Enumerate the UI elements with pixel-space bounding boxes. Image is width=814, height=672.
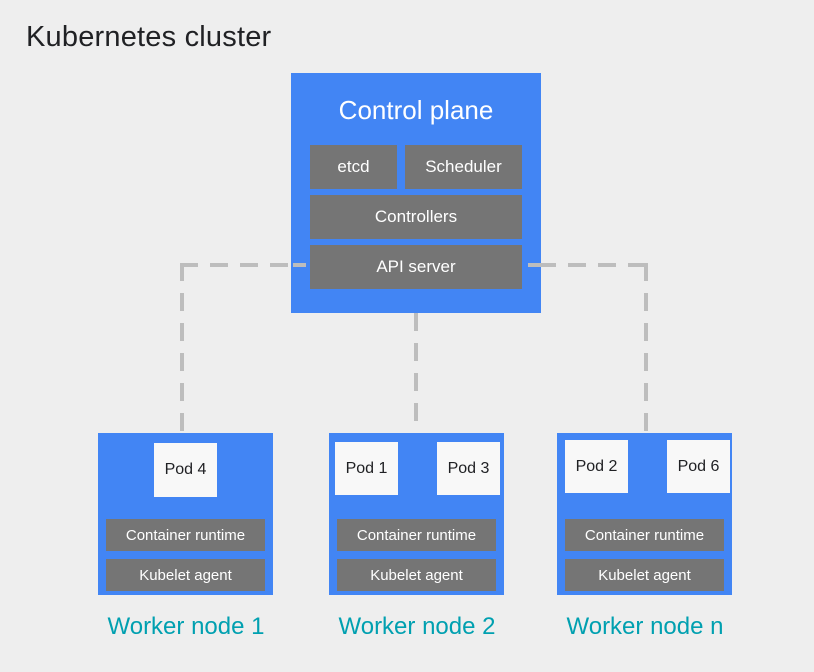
control-plane-box: Control plane etcd Scheduler Controllers… [291, 73, 541, 313]
connector-api-server-to-worker-node-n-horizontal [538, 263, 648, 267]
pod-box: Pod 3 [437, 442, 500, 495]
worker-node-2-label: Worker node 2 [338, 613, 496, 640]
worker-node-n-box: Pod 2 Pod 6 Container runtime Kubelet ag… [557, 433, 732, 595]
pod-box: Pod 2 [565, 440, 628, 493]
page-title: Kubernetes cluster [26, 21, 272, 53]
pod-box: Pod 4 [154, 443, 217, 497]
connector-api-server-to-worker-node-2-vertical [414, 313, 418, 435]
control-plane-title: Control plane [338, 95, 494, 125]
connector-api-server-to-worker-node-1-horizontal [180, 263, 295, 267]
connector-api-server-to-worker-node-n-vertical [644, 263, 648, 433]
worker-node-1-container-runtime: Container runtime [106, 519, 265, 551]
worker-node-n-label: Worker node n [566, 613, 724, 640]
control-plane-component-controllers: Controllers [310, 195, 522, 239]
control-plane-component-api-server: API server [310, 245, 522, 289]
api-server-left-stub [293, 263, 306, 267]
worker-node-2-box: Pod 1 Pod 3 Container runtime Kubelet ag… [329, 433, 504, 595]
control-plane-component-etcd: etcd [310, 145, 397, 189]
worker-node-1-kubelet-agent: Kubelet agent [106, 559, 265, 591]
pod-box: Pod 6 [667, 440, 730, 493]
worker-node-n-container-runtime: Container runtime [565, 519, 724, 551]
pod-box: Pod 1 [335, 442, 398, 495]
connector-api-server-to-worker-node-1-vertical [180, 263, 184, 435]
api-server-right-stub [528, 263, 541, 267]
worker-node-2-container-runtime: Container runtime [337, 519, 496, 551]
worker-node-n-kubelet-agent: Kubelet agent [565, 559, 724, 591]
control-plane-component-scheduler: Scheduler [405, 145, 522, 189]
worker-node-2-kubelet-agent: Kubelet agent [337, 559, 496, 591]
worker-node-1-label: Worker node 1 [107, 613, 265, 640]
worker-node-1-box: Pod 4 Container runtime Kubelet agent [98, 433, 273, 595]
